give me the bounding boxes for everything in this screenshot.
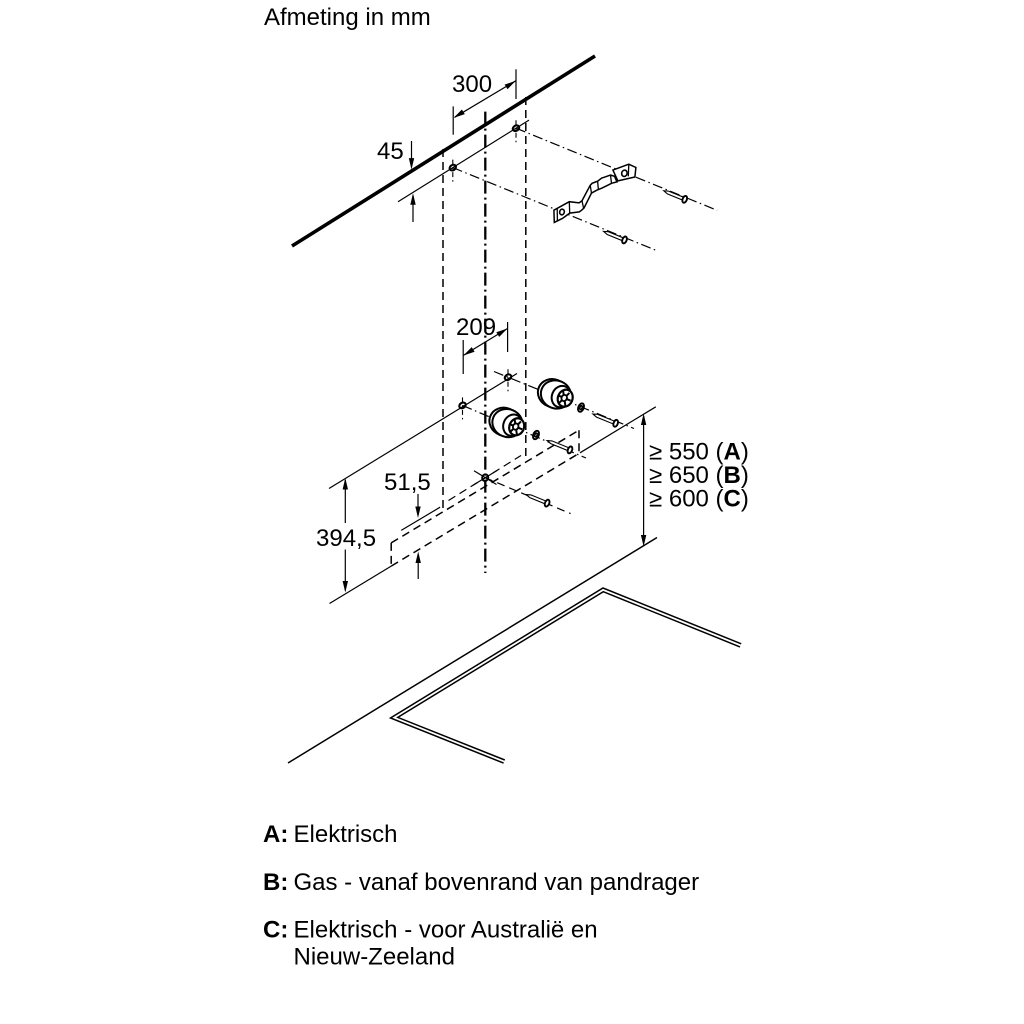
svg-text:≥ 550 (A): ≥ 550 (A): [649, 439, 749, 466]
svg-text:300: 300: [452, 71, 492, 98]
svg-text:B:: B:: [263, 869, 288, 896]
svg-text:Elektrisch - voor Australië en: Elektrisch - voor Australië en: [294, 917, 598, 944]
svg-text:≥ 600 (C): ≥ 600 (C): [649, 486, 749, 513]
svg-text:Nieuw-Zeeland: Nieuw-Zeeland: [294, 944, 455, 971]
svg-text:Gas - vanaf bovenrand van pand: Gas - vanaf bovenrand van pandrager: [294, 869, 700, 896]
svg-text:209: 209: [456, 314, 496, 341]
svg-text:Afmeting in mm: Afmeting in mm: [264, 4, 431, 31]
svg-text:A:: A:: [263, 821, 288, 848]
svg-text:51,5: 51,5: [384, 469, 431, 496]
svg-text:Elektrisch: Elektrisch: [294, 821, 398, 848]
svg-text:C:: C:: [263, 917, 288, 944]
svg-text:45: 45: [377, 138, 404, 165]
svg-text:394,5: 394,5: [316, 525, 376, 552]
svg-text:≥ 650 (B): ≥ 650 (B): [649, 462, 749, 489]
